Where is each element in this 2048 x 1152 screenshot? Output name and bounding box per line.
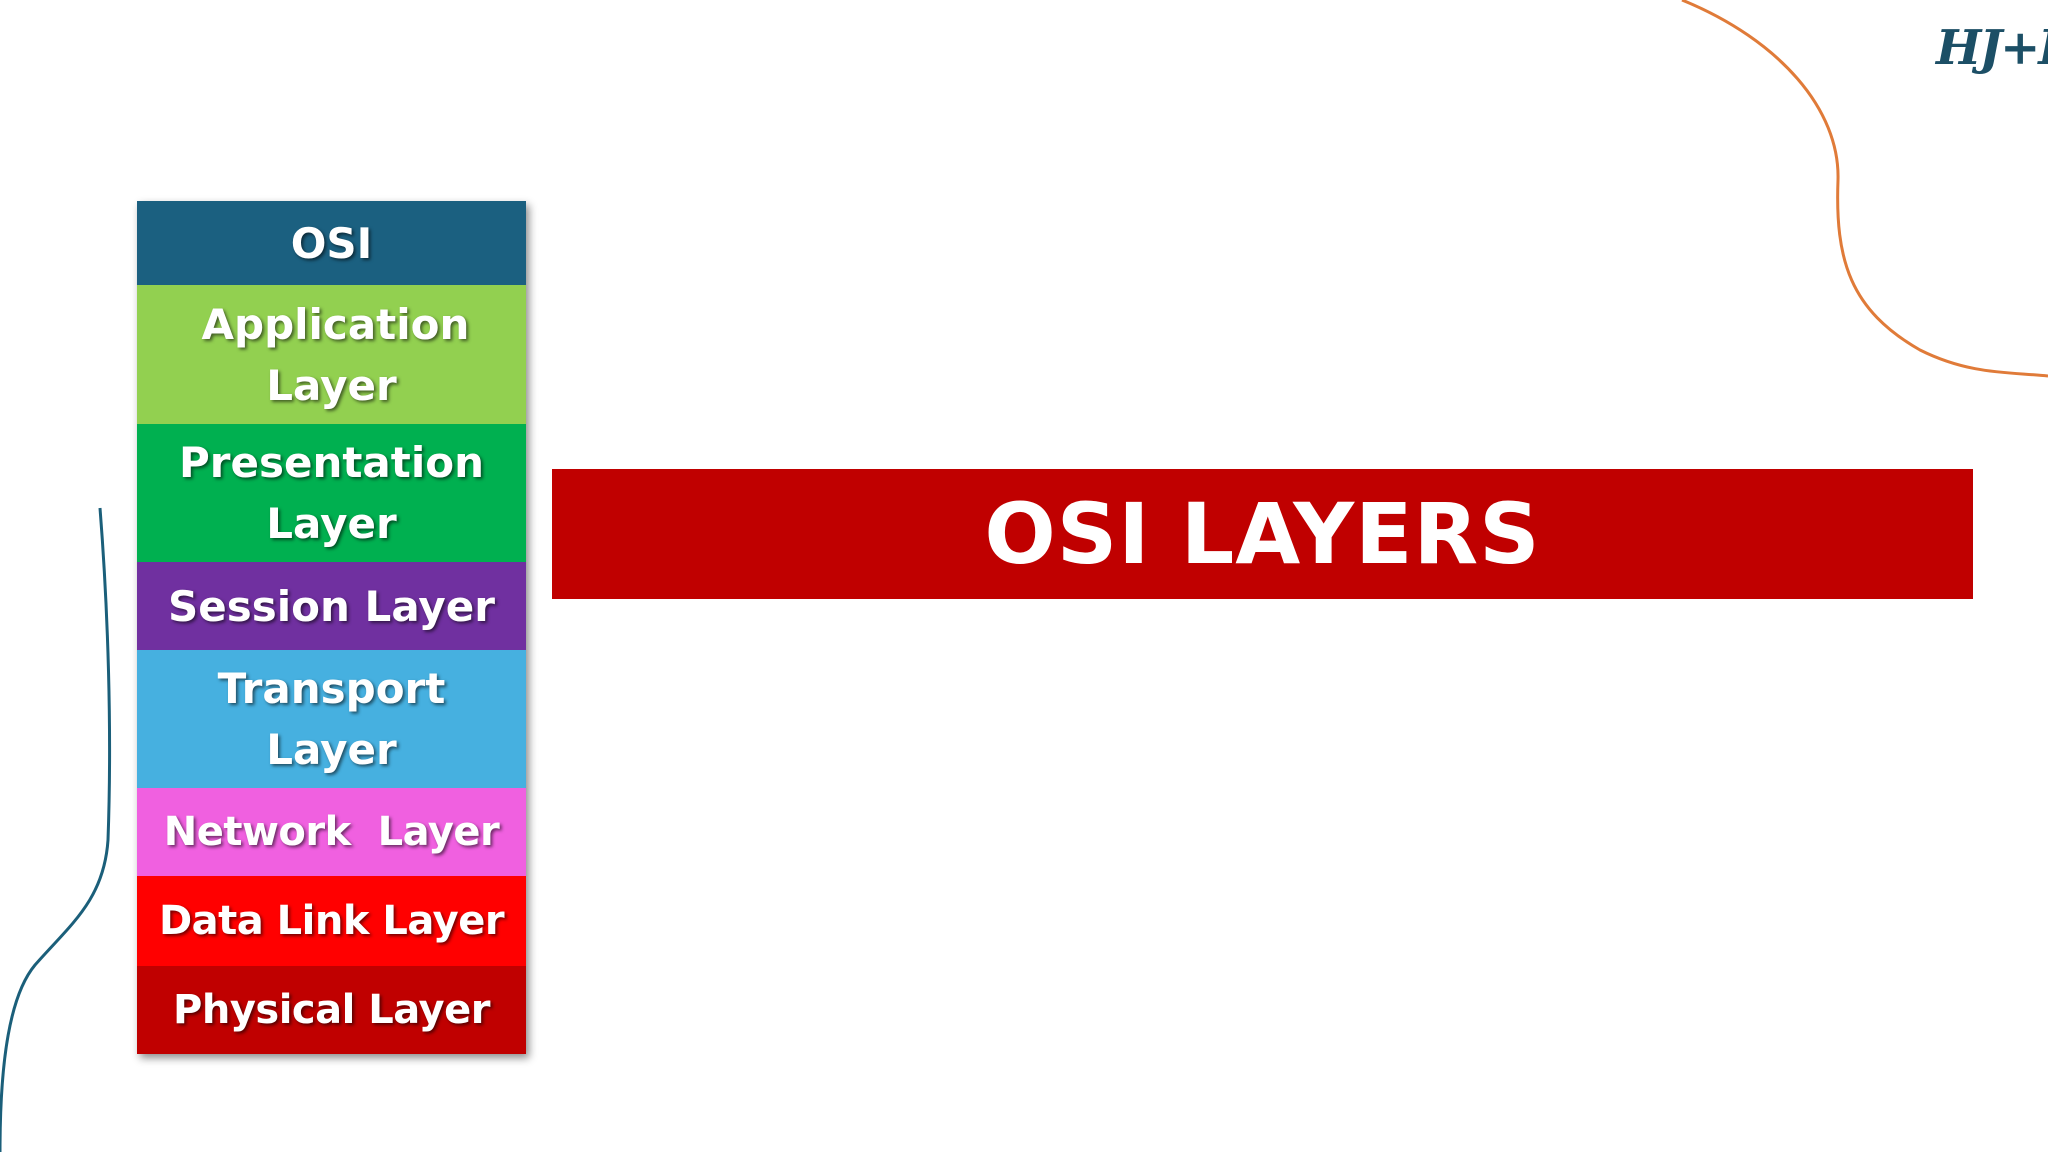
application-layer-cell: Application Layer — [137, 285, 526, 424]
session-layer-label: Session Layer — [168, 581, 495, 631]
application-layer-label: Application Layer — [201, 299, 485, 410]
network-layer-label: Network Layer — [163, 808, 500, 855]
data-link-layer-cell: Data Link Layer — [137, 876, 526, 966]
physical-layer-label: Physical Layer — [173, 986, 490, 1033]
left-decorative-curve — [0, 507, 112, 1152]
brand-logo-text: HJ+F — [1936, 20, 2048, 76]
osi-header-label: OSI — [290, 218, 373, 268]
network-layer-cell: Network Layer — [137, 788, 526, 876]
brand-logo: HJ+F — [1936, 18, 2048, 78]
banner-title: OSI LAYERS — [984, 485, 1541, 583]
osi-header-cell: OSI — [137, 201, 526, 285]
osi-layer-stack: OSI Application Layer Presentation Layer… — [137, 201, 526, 1054]
transport-layer-label: Transport Layer — [217, 664, 460, 774]
session-layer-cell: Session Layer — [137, 562, 526, 650]
data-link-layer-label: Data Link Layer — [158, 897, 505, 944]
transport-layer-cell: Transport Layer — [137, 650, 526, 788]
presentation-layer-cell: Presentation Layer — [137, 424, 526, 562]
presentation-layer-label: Presentation Layer — [178, 438, 499, 548]
physical-layer-cell: Physical Layer — [137, 966, 526, 1054]
title-banner: OSI LAYERS — [552, 469, 1973, 599]
